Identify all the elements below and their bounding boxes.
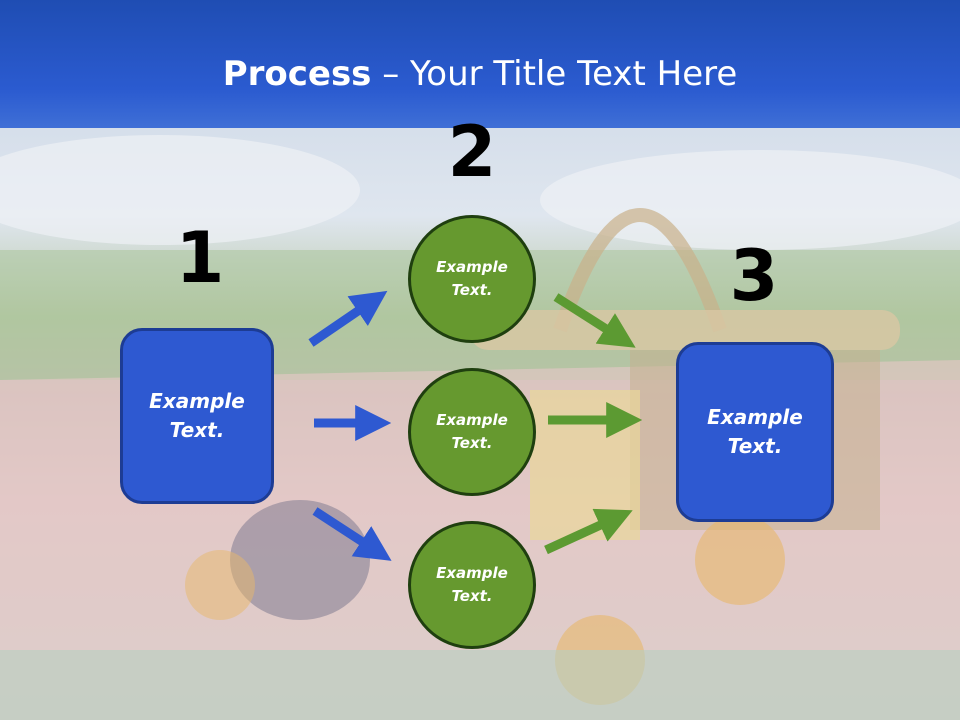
circle-bottom-line1: Example <box>436 564 508 582</box>
title-bold-part: Process <box>222 54 372 94</box>
step-3-box-line1: Example <box>707 405 803 429</box>
title-rest: – Your Title Text Here <box>371 54 738 94</box>
blue-arrow-up <box>308 290 388 347</box>
green-arrow-up <box>544 508 633 555</box>
step-1-box-line1: Example <box>149 389 245 413</box>
circle-top-line1: Example <box>436 258 508 276</box>
step-3-box-line2: Text. <box>727 434 783 458</box>
step-1-box-line2: Text. <box>169 418 225 442</box>
circle-middle-line2: Text. <box>451 434 493 452</box>
step-number-1: 1 <box>175 217 225 299</box>
green-arrow-down <box>553 293 636 348</box>
circle-bottom-line2: Text. <box>451 587 493 605</box>
slide-title: Process – Your Title Text Here <box>0 52 960 96</box>
blue-arrow-down <box>312 507 392 561</box>
step-number-3: 3 <box>729 235 779 317</box>
circle-top-line2: Text. <box>451 281 493 299</box>
step-number-2: 2 <box>447 111 497 193</box>
circle-middle-line1: Example <box>436 411 508 429</box>
title-bar <box>0 0 960 128</box>
